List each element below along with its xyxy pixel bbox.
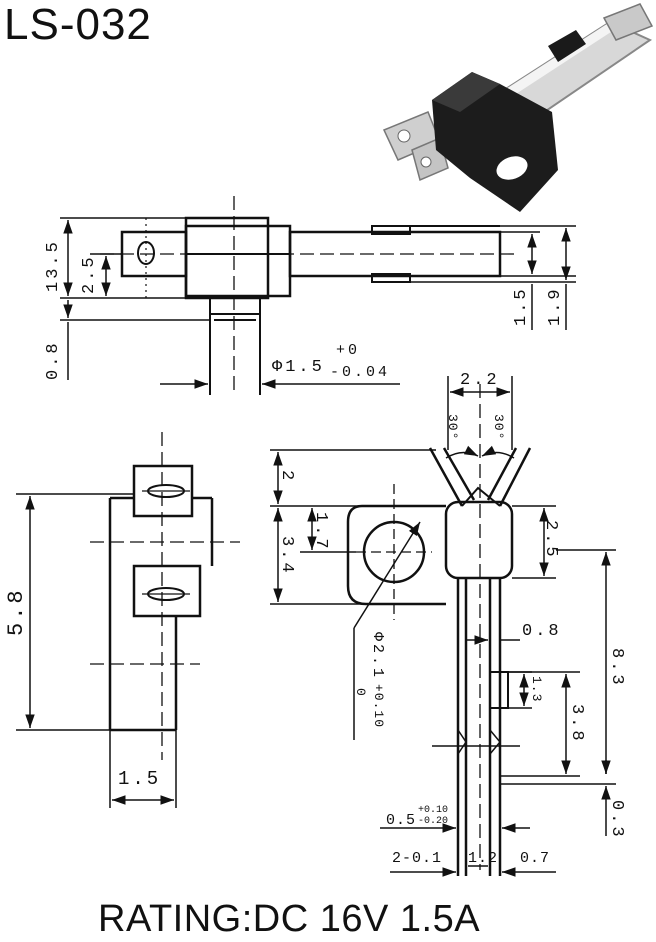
dim-0-3: 0.3 xyxy=(607,800,626,840)
dim-1-7: 1.7 xyxy=(311,512,330,552)
dim-0-8-right: 0.8 xyxy=(522,622,562,641)
dim-1-5-right: 1.5 xyxy=(512,286,531,326)
tol-up: +0.10 xyxy=(418,805,449,816)
product-photo xyxy=(382,3,654,212)
tol-plus-0-10: +0.10 xyxy=(371,684,386,729)
dim-5-8: 5.8 xyxy=(4,587,29,636)
dim-3-4: 3.4 xyxy=(277,536,296,576)
dim-phi-2-1: Φ2.1 xyxy=(369,632,386,681)
dim-3-8: 3.8 xyxy=(567,704,586,744)
dim-0-7: 0.7 xyxy=(520,850,551,867)
side-view xyxy=(60,196,576,395)
tol-plus-0: +0 xyxy=(336,342,361,359)
tol-zero: 0 xyxy=(353,688,368,697)
dim-0-8-left: 0.8 xyxy=(44,340,63,380)
rating-label: RATING:DC 16V 1.5A xyxy=(98,898,481,940)
dim-8-3: 8.3 xyxy=(607,648,626,688)
angle-30-right: 30° xyxy=(491,414,506,441)
drawing-title: LS-032 xyxy=(4,0,152,49)
dim-1-2: 1.2 xyxy=(468,850,499,867)
angle-30-left: 30° xyxy=(445,414,460,441)
tol-minus-0-04: -0.04 xyxy=(330,364,391,381)
photo-slider xyxy=(548,30,586,62)
dim-1-5-bottom: 1.5 xyxy=(118,768,162,790)
dim-13-5: 13.5 xyxy=(44,239,63,292)
dim-2-2: 2.2 xyxy=(460,371,500,390)
front-view xyxy=(16,432,240,808)
dim-2-5-right: 2.5 xyxy=(541,520,560,560)
dim-1-9: 1.9 xyxy=(546,286,565,326)
dim-2: 2 xyxy=(277,470,296,484)
dim-2-0-1: 2-0.1 xyxy=(392,850,443,867)
dim-2-5-left: 2.5 xyxy=(80,254,99,294)
tol-down: -0.20 xyxy=(418,816,449,827)
dim-0-5: 0.5 xyxy=(386,812,417,829)
dim-phi-1-5: Φ1.5 xyxy=(272,358,325,377)
dim-1-3: 1.3 xyxy=(529,676,544,703)
top-view xyxy=(270,376,616,877)
